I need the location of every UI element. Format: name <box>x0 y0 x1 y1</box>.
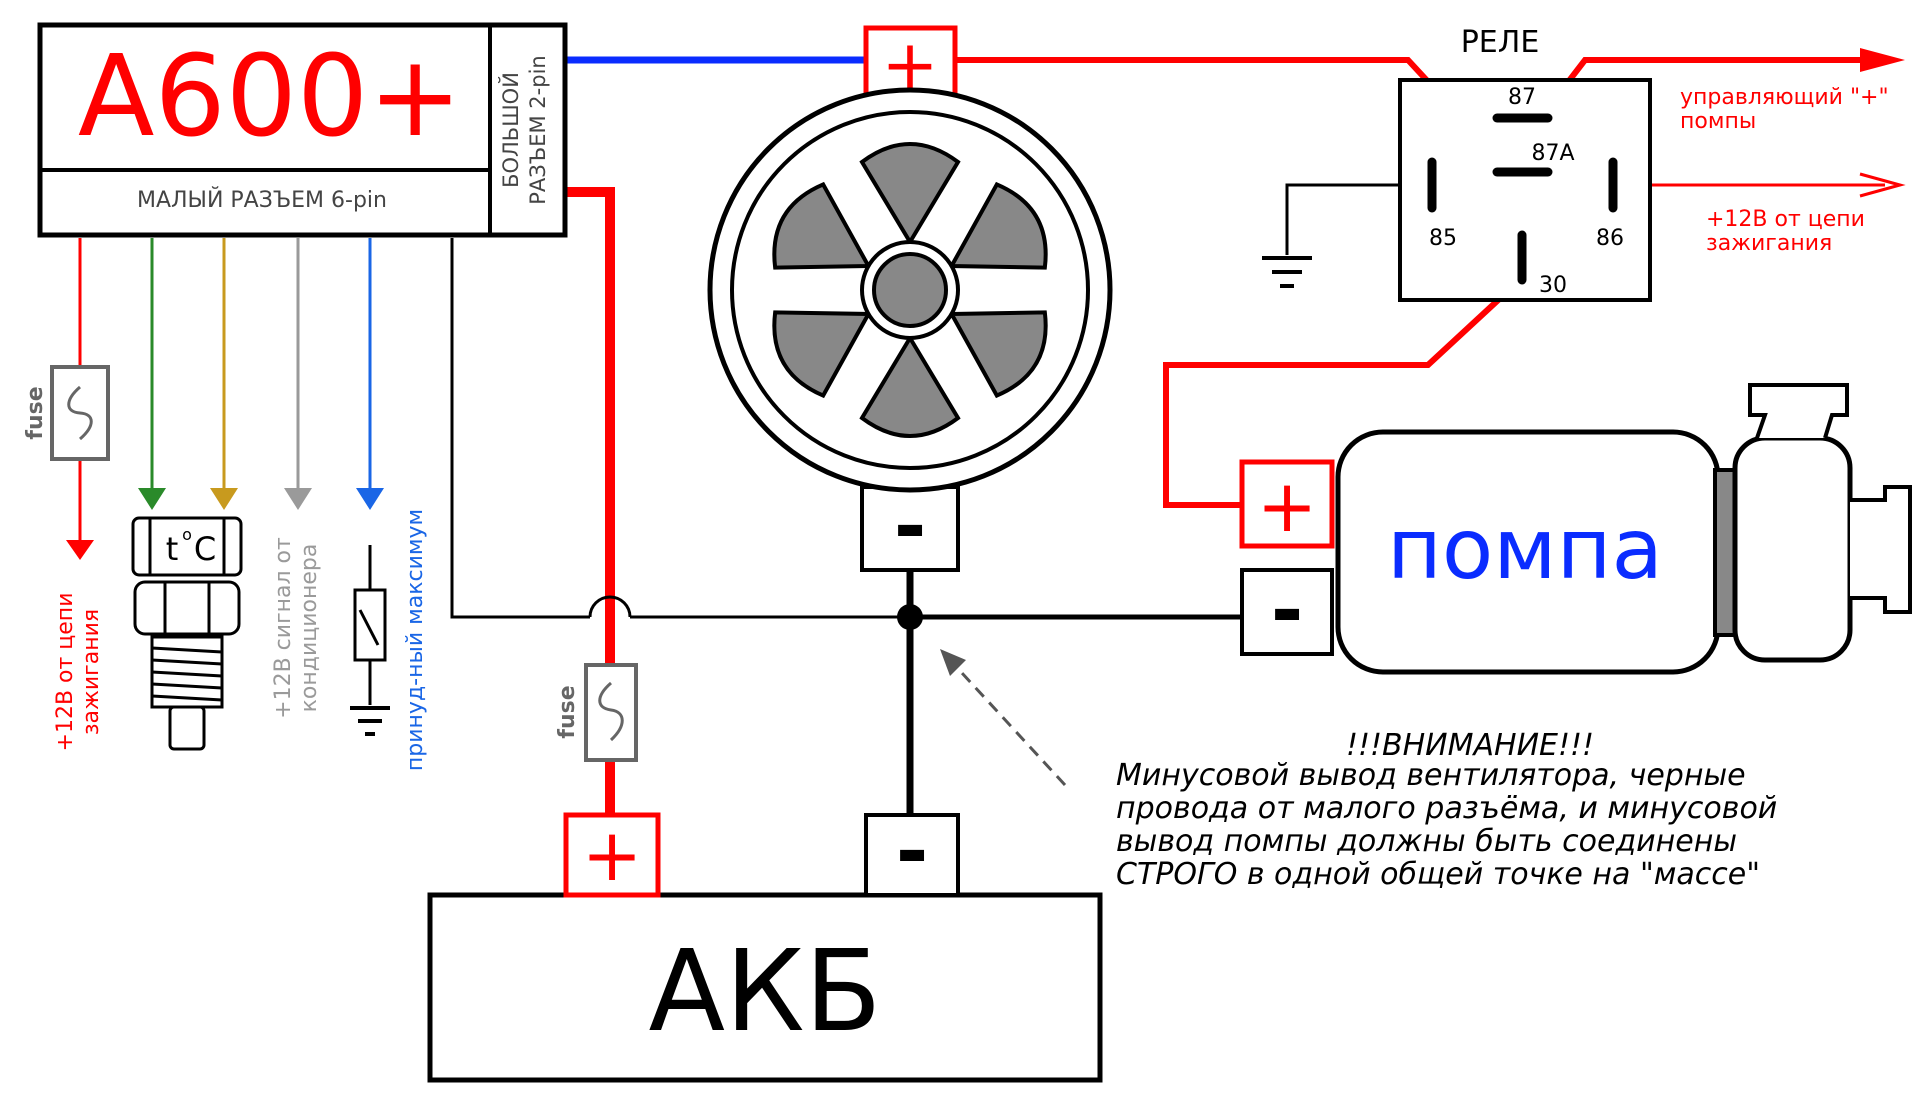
arrow-ignition-86 <box>1859 172 1906 198</box>
fuse-label-battery: fuse <box>555 685 580 738</box>
arrow-amber-temp <box>210 488 238 510</box>
arrow-red-ignition <box>66 540 94 560</box>
big-connector-label-2: РАЗЪЕМ 2-pin <box>526 55 550 204</box>
fuse-battery <box>584 663 638 762</box>
label-pump-control-1: управляющий "+" <box>1680 85 1889 110</box>
big-connector-label-1: БОЛЬШОЙ <box>498 72 523 188</box>
relay-pin-86: 86 <box>1596 226 1624 251</box>
wire-relay85-ground <box>1285 183 1432 255</box>
battery-plus-terminal <box>563 812 661 898</box>
ground-symbol-relay <box>1262 256 1312 288</box>
relay-pin-87: 87 <box>1508 85 1536 110</box>
pump-label: помпа <box>1387 500 1663 598</box>
arrow-pump-control <box>1860 48 1905 72</box>
controller-body <box>37 22 568 238</box>
label-forced-max: принуд-ный максимум <box>403 509 428 771</box>
arrow-gray-ac <box>284 488 312 510</box>
warning-line-2: провода от малого разъёма, и минусовой <box>1116 791 1777 826</box>
battery-body <box>427 892 1103 1083</box>
label-ignition-86-1: +12В от цепи <box>1706 207 1865 232</box>
controller-title: A600+ <box>78 32 462 162</box>
arrow-green-temp <box>138 488 166 510</box>
battery-minus-terminal <box>864 813 960 897</box>
sensor-label-o: o <box>182 525 192 544</box>
label-ignition-1: +12В от цепи <box>53 593 78 752</box>
pump-minus-label: - <box>1271 566 1303 656</box>
warning-line-1: Минусовой вывод вентилятора, черные <box>1116 758 1746 793</box>
switch-contact <box>358 609 380 646</box>
relay-pin-87a: 87A <box>1531 141 1574 166</box>
wire-black-controller-ground <box>450 238 590 619</box>
battery-plus-label: + <box>582 813 642 897</box>
relay-pin-30: 30 <box>1539 273 1567 298</box>
fan-hub-inner <box>872 252 948 328</box>
label-ac-1: +12В сигнал от <box>271 537 296 719</box>
warning-title: !!!ВНИМАНИЕ!!! <box>1346 728 1594 763</box>
sensor-label-t: t <box>166 530 179 568</box>
warning-pointer-line <box>948 658 1067 787</box>
fuse-label-ignition: fuse <box>23 386 48 439</box>
pump-inlet-pipe <box>1748 383 1849 439</box>
fuse-ignition <box>50 365 110 461</box>
arrow-blue-forced <box>356 488 384 510</box>
label-ac-2: кондиционера <box>297 544 322 713</box>
wire-crossover-hop <box>588 595 632 618</box>
warning-line-4: СТРОГО в одной общей точке на "массе" <box>1116 857 1760 892</box>
relay-title: РЕЛЕ <box>1461 25 1540 60</box>
label-ignition-2: зажигания <box>79 609 104 735</box>
relay-pin-85: 85 <box>1429 226 1457 251</box>
temperature-sensor <box>131 516 243 751</box>
ground-junction-point <box>897 604 923 630</box>
battery-label: АКБ <box>649 927 882 1057</box>
sensor-label-c: C <box>194 530 216 568</box>
fan-blades <box>772 142 1048 438</box>
small-connector-label: МАЛЫЙ РАЗЪЕМ 6-pin <box>137 187 387 213</box>
wire-red-battery-plus <box>567 187 615 665</box>
pump-minus-terminal <box>1240 568 1334 656</box>
ground-symbol-switch <box>350 706 390 736</box>
label-pump-control-2: помпы <box>1680 109 1756 134</box>
pump-plus-terminal <box>1239 459 1335 549</box>
switch-body <box>353 588 387 662</box>
battery-minus-label: - <box>896 807 928 897</box>
wire-relay30-pump-plus <box>1163 275 1525 508</box>
pump-plus-label: + <box>1257 464 1317 548</box>
warning-pointer-arrowhead <box>940 649 966 676</box>
pump-outlet-pipe <box>1850 485 1912 614</box>
warning-line-3: вывод помпы должны быть соединены <box>1116 824 1737 859</box>
pump-head <box>1732 435 1853 663</box>
fan-minus-label: - <box>894 482 926 572</box>
label-ignition-86-2: зажигания <box>1706 231 1832 256</box>
